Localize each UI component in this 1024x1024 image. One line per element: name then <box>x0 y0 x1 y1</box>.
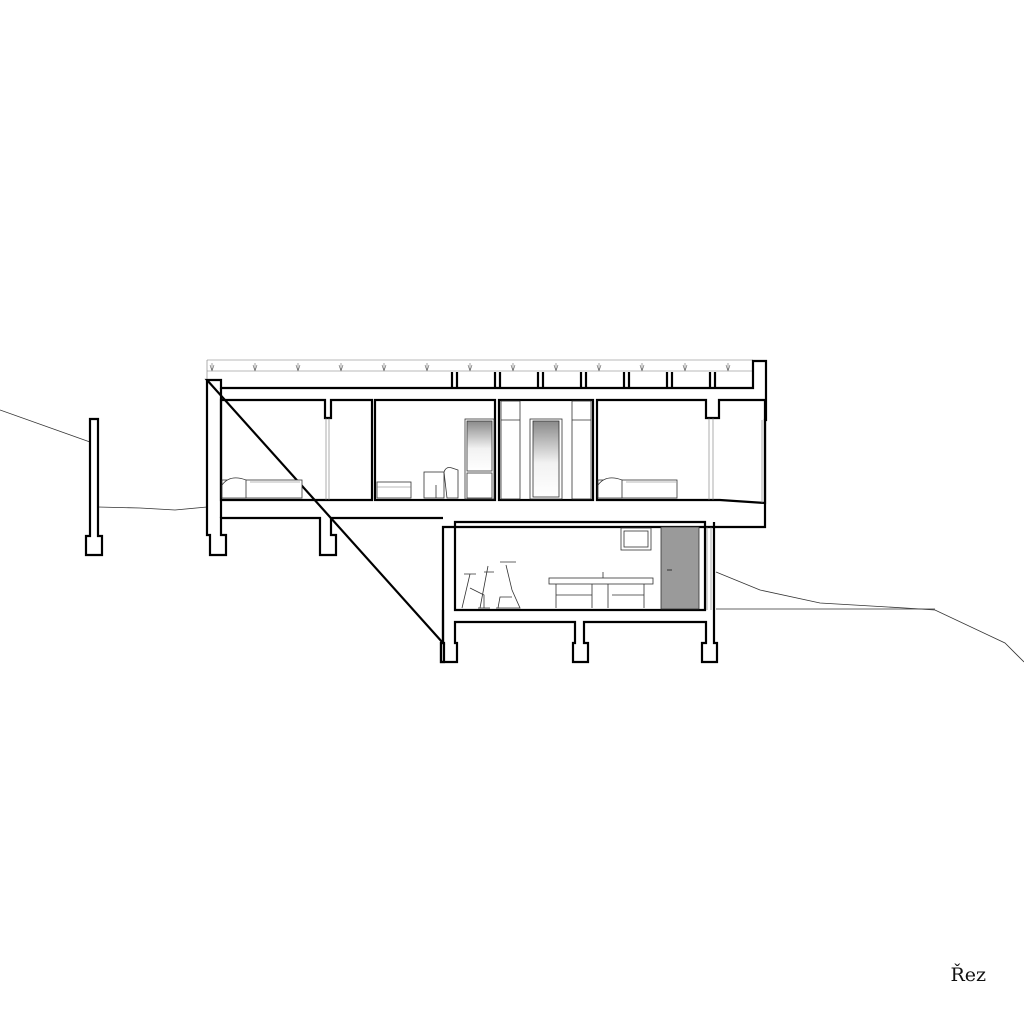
desk-chair <box>423 467 459 499</box>
treadmill <box>496 561 521 609</box>
grass-tuft <box>424 363 430 372</box>
grass-tuft <box>467 363 473 372</box>
study-room <box>373 398 497 502</box>
wall-monitor <box>620 527 652 551</box>
bed-middle <box>376 481 412 499</box>
grass-tuft <box>381 363 387 372</box>
exercise-bike <box>461 565 494 609</box>
upper-slab <box>205 380 443 557</box>
section-caption: Řez <box>950 964 986 986</box>
lower-floor <box>439 520 719 664</box>
upper-rooms <box>219 398 767 505</box>
grass-tuft <box>209 363 215 372</box>
grass-tufts <box>209 363 731 372</box>
green-roof <box>206 359 753 380</box>
lower-door <box>660 526 700 610</box>
grass-tuft <box>338 363 344 372</box>
bedroom-left <box>219 398 374 502</box>
upper-floor-outline <box>204 359 768 664</box>
wardrobe-panels <box>464 400 592 500</box>
desks <box>548 572 654 608</box>
grass-tuft <box>725 363 731 372</box>
grass-tuft <box>596 363 602 372</box>
bed-left <box>221 477 303 499</box>
grass-tuft <box>639 363 645 372</box>
retaining-wall <box>84 417 104 557</box>
wardrobe-room <box>497 398 595 502</box>
grass-tuft <box>252 363 258 372</box>
grass-tuft <box>510 363 516 372</box>
grass-tuft <box>682 363 688 372</box>
bed-right <box>597 477 678 499</box>
grass-tuft <box>295 363 301 372</box>
grass-tuft <box>553 363 559 372</box>
bedroom-right <box>595 398 767 505</box>
roof-ribs <box>450 372 717 388</box>
terrain-left <box>0 409 208 511</box>
terrain-right <box>715 571 1024 663</box>
